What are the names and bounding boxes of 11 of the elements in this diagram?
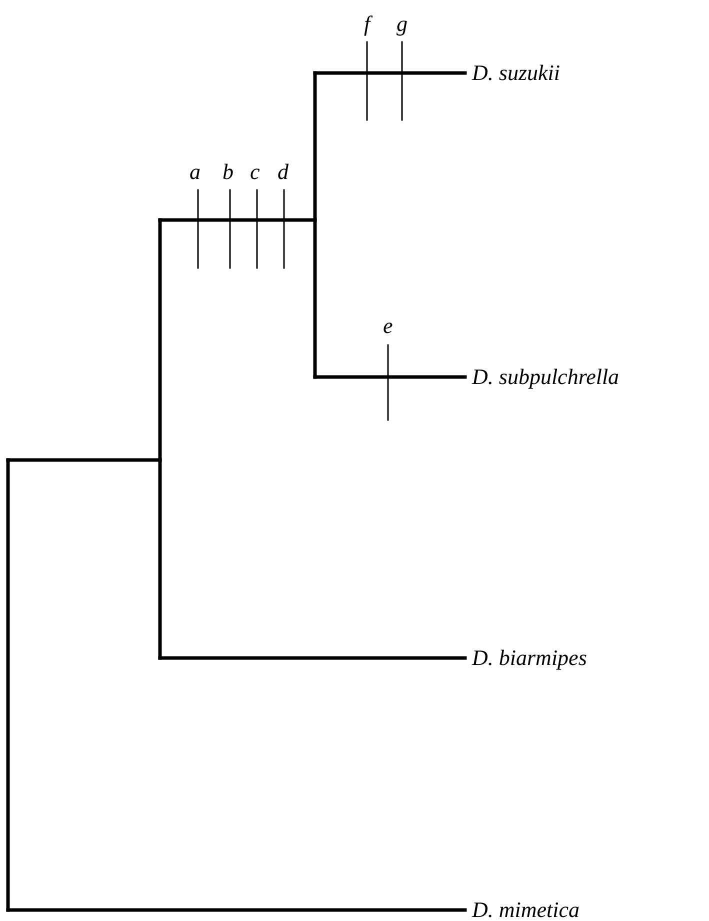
- character-label: e: [383, 314, 393, 338]
- character-label: d: [278, 160, 288, 184]
- species-name: D. suzukii: [472, 61, 560, 85]
- character-label: c: [250, 160, 260, 184]
- character-label: g: [396, 12, 408, 36]
- species-name: D. mimetica: [472, 898, 580, 921]
- species-name: D. biarmipes: [472, 646, 587, 670]
- character-label: f: [364, 12, 370, 36]
- character-label: a: [190, 160, 200, 184]
- species-name: D. subpulchrella: [472, 365, 620, 389]
- character-label: b: [222, 160, 234, 184]
